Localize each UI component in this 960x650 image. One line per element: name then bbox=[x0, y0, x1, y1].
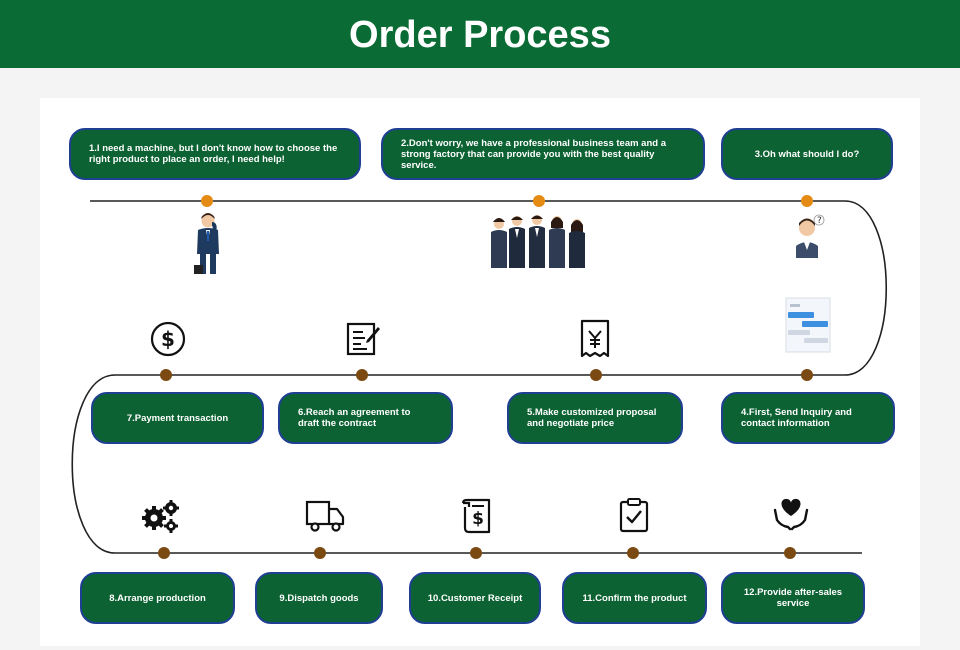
step-11-text: 11.Confirm the product bbox=[582, 592, 687, 604]
step-12-box: 12.Provide after-sales service bbox=[721, 572, 865, 624]
confused-person-icon: ? bbox=[796, 214, 825, 258]
step-dot bbox=[356, 369, 368, 381]
step-dot bbox=[627, 547, 639, 559]
step-dot bbox=[470, 547, 482, 559]
step-dot bbox=[590, 369, 602, 381]
businessman-icon bbox=[194, 213, 219, 274]
step-1-text: 1.I need a machine, but I don't know how… bbox=[89, 143, 338, 165]
step-7-box: 7.Payment transaction bbox=[91, 392, 264, 444]
delivery-truck-icon bbox=[305, 500, 345, 532]
step-3-box: 3.Oh what should I do? bbox=[721, 128, 893, 180]
business-team-icon bbox=[491, 215, 585, 268]
svg-text:$: $ bbox=[161, 327, 175, 351]
step-dot bbox=[158, 547, 170, 559]
header-bar: Order Process bbox=[0, 0, 960, 68]
chat-inquiry-icon bbox=[785, 297, 831, 353]
step-6-text: 6.Reach an agreement to draft the contra… bbox=[298, 407, 411, 429]
step-11-box: 11.Confirm the product bbox=[562, 572, 707, 624]
step-dot bbox=[201, 195, 213, 207]
step-8-text: 8.Arrange production bbox=[109, 592, 206, 604]
dollar-coin-icon: $ bbox=[150, 321, 186, 357]
step-4-text: 4.First, Send Inquiry and contact inform… bbox=[741, 407, 852, 429]
step-dot bbox=[314, 547, 326, 559]
step-1-box: 1.I need a machine, but I don't know how… bbox=[69, 128, 361, 180]
step-10-text: 10.Customer Receipt bbox=[427, 592, 523, 604]
step-2-text: 2.Don't worry, we have a professional bu… bbox=[401, 137, 666, 171]
step-3-text: 3.Oh what should I do? bbox=[754, 148, 860, 160]
gears-icon bbox=[142, 500, 179, 533]
step-dot bbox=[160, 369, 172, 381]
receipt-icon: $ bbox=[461, 498, 491, 534]
svg-text:?: ? bbox=[817, 216, 822, 226]
heart-hand-icon bbox=[773, 498, 809, 531]
step-7-text: 7.Payment transaction bbox=[126, 412, 229, 424]
step-12-text: 12.Provide after-sales service bbox=[743, 587, 843, 609]
step-dot bbox=[533, 195, 545, 207]
page-title: Order Process bbox=[349, 14, 611, 56]
step-9-text: 9.Dispatch goods bbox=[279, 592, 359, 604]
step-9-box: 9.Dispatch goods bbox=[255, 572, 383, 624]
checklist-icon bbox=[619, 498, 649, 533]
contract-icon bbox=[346, 322, 380, 356]
step-5-box: 5.Make customized proposal and negotiate… bbox=[507, 392, 683, 444]
step-dot bbox=[801, 195, 813, 207]
step-dot bbox=[801, 369, 813, 381]
step-5-text: 5.Make customized proposal and negotiate… bbox=[527, 407, 657, 429]
step-6-box: 6.Reach an agreement to draft the contra… bbox=[278, 392, 453, 444]
step-8-box: 8.Arrange production bbox=[80, 572, 235, 624]
yen-receipt-icon bbox=[580, 319, 610, 358]
step-4-box: 4.First, Send Inquiry and contact inform… bbox=[721, 392, 895, 444]
step-10-box: 10.Customer Receipt bbox=[409, 572, 541, 624]
step-2-box: 2.Don't worry, we have a professional bu… bbox=[381, 128, 705, 180]
step-dot bbox=[784, 547, 796, 559]
svg-text:$: $ bbox=[472, 509, 484, 529]
